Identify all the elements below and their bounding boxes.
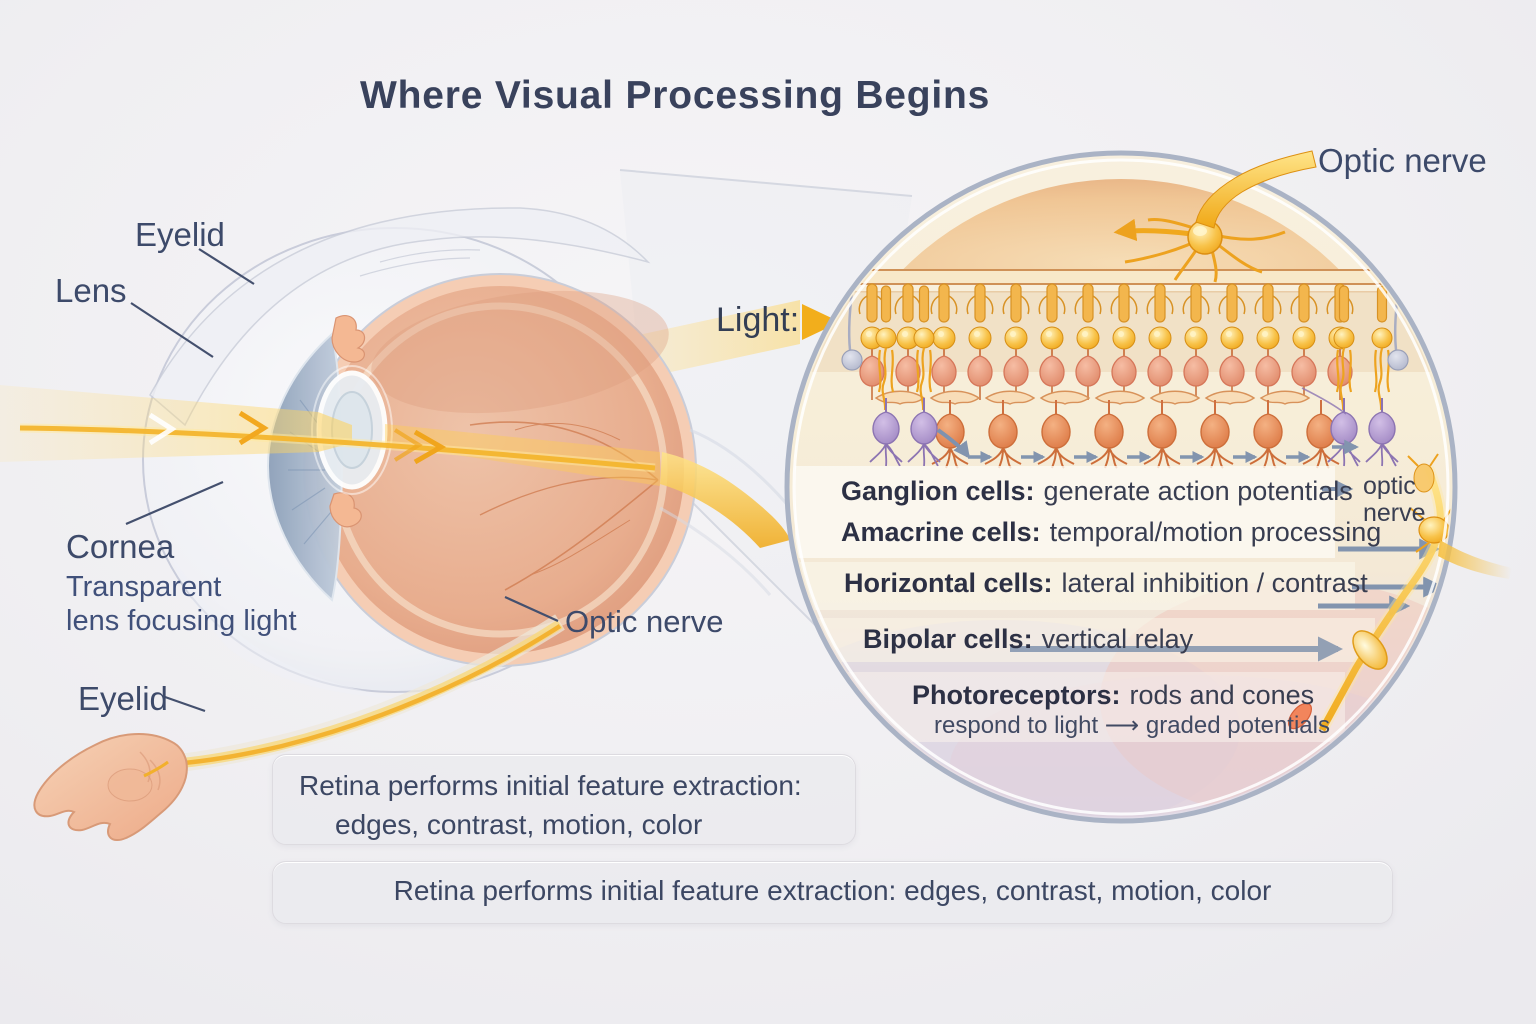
cornea-caption-line1: Transparent [66, 571, 222, 603]
layer-row-bipolar: Bipolar cells: vertical relay [863, 624, 1193, 655]
optic-inner-line2: nerve [1363, 499, 1426, 527]
optic-inner-line1: optic [1363, 472, 1416, 500]
layer-label-bands [795, 466, 1375, 742]
eyelid-top-shape [149, 207, 651, 427]
horizontal-name: Horizontal cells: [844, 568, 1053, 598]
magnifier-ring [784, 150, 1458, 824]
amacrine-cells [840, 284, 1410, 468]
light-arrow-icon [802, 304, 840, 340]
photoreceptors-desc: rods and cones [1129, 680, 1315, 710]
ciliary-body-top [331, 315, 366, 363]
eyeball [303, 273, 697, 667]
light-beam [0, 385, 660, 486]
ganglion-desc: generate action potentials [1043, 476, 1353, 506]
layer-row-horizontal: Horizontal cells: lateral inhibition / co… [844, 568, 1368, 599]
callout-line1: Retina performs initial feature extracti… [299, 770, 802, 801]
layer-row-amacrine: Amacrine cells: temporal/motion processin… [841, 517, 1381, 548]
photoreceptor-note: respond to light ⟶ graded potentials [934, 712, 1330, 739]
eye-illustration [0, 207, 822, 842]
label-light: Light: [716, 301, 800, 339]
label-cornea-caption: Transparent lens focusing light [66, 570, 297, 638]
cornea-caption-line2: lens focusing light [66, 605, 297, 637]
label-optic-nerve-eye: Optic nerve [565, 604, 724, 639]
label-optic-nerve-top: Optic nerve [1318, 142, 1487, 179]
photoreceptors-name: Photoreceptors: [912, 680, 1121, 710]
feature-extraction-banner: Retina performs initial feature extracti… [272, 861, 1393, 924]
label-optic-nerve-inner: optic nerve [1363, 473, 1426, 527]
eyelash-claw [33, 733, 188, 842]
label-cornea: Cornea [66, 528, 175, 565]
feature-extraction-callout: Retina performs initial feature extracti… [272, 754, 856, 845]
label-eyelid-top: Eyelid [135, 216, 225, 253]
callout-line2: edges, contrast, motion, color [335, 809, 703, 840]
bipolar-desc: vertical relay [1041, 624, 1194, 654]
optic-fiber-right [1287, 453, 1451, 733]
label-lens: Lens [55, 272, 127, 309]
page-title: Where Visual Processing Begins [360, 74, 991, 117]
layer-row-photoreceptors: Photoreceptors: rods and cones [912, 680, 1314, 711]
ganglion-name: Ganglion cells: [841, 476, 1035, 506]
eyelid-bottom-shape [165, 540, 420, 700]
layer-row-ganglion: Ganglion cells: generate action potential… [841, 476, 1353, 507]
bipolar-name: Bipolar cells: [863, 624, 1033, 654]
leader-lines [125, 248, 559, 713]
ciliary-body-bottom [329, 492, 362, 528]
ganglion-neuron [1113, 218, 1286, 283]
label-eyelid-bottom: Eyelid [78, 680, 168, 717]
amacrine-name: Amacrine cells: [841, 517, 1041, 547]
lower-nerve [167, 614, 565, 773]
amacrine-desc: temporal/motion processing [1049, 517, 1382, 547]
signal-arrows [1010, 439, 1445, 662]
horizontal-desc: lateral inhibition / contrast [1061, 568, 1368, 598]
optic-nerve-exit-fibers [1195, 150, 1512, 579]
